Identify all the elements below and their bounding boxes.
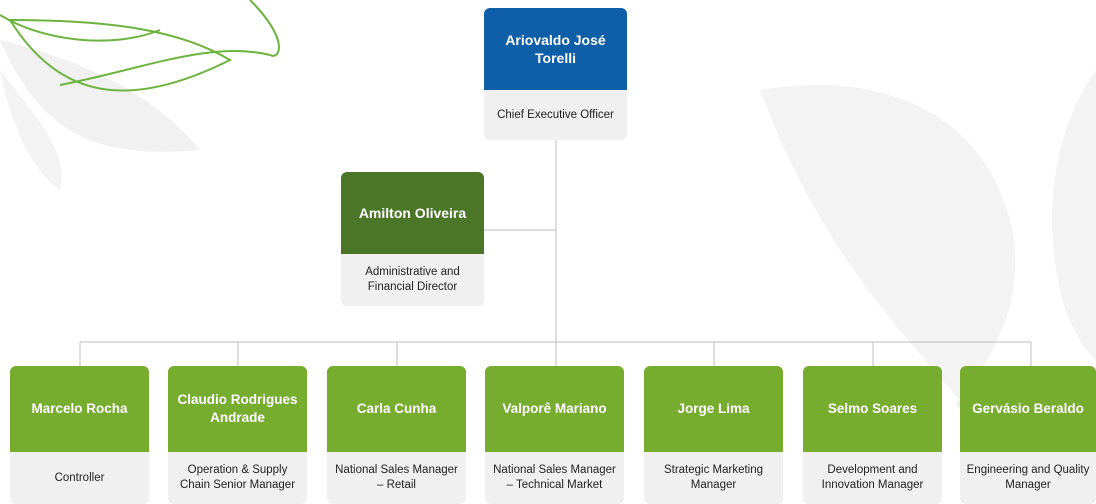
manager-role: Strategic Marketing Manager — [644, 452, 783, 504]
manager-card-claudio-rodrigues-andrade: Claudio Rodrigues Andrade Operation & Su… — [168, 366, 307, 504]
manager-name: Carla Cunha — [327, 366, 466, 452]
manager-role: Engineering and Quality Manager — [960, 452, 1096, 504]
ceo-name: Ariovaldo José Torelli — [484, 8, 627, 90]
manager-card-valpore-mariano: Valporê Mariano National Sales Manager –… — [485, 366, 624, 504]
director-role: Administrative and Financial Director — [341, 254, 484, 306]
manager-card-selmo-soares: Selmo Soares Development and Innovation … — [803, 366, 942, 504]
director-card: Amilton Oliveira Administrative and Fina… — [341, 172, 484, 306]
manager-card-carla-cunha: Carla Cunha National Sales Manager – Ret… — [327, 366, 466, 504]
manager-name: Jorge Lima — [644, 366, 783, 452]
director-name: Amilton Oliveira — [341, 172, 484, 254]
manager-role: National Sales Manager – Technical Marke… — [485, 452, 624, 504]
manager-role: National Sales Manager – Retail — [327, 452, 466, 504]
manager-name: Claudio Rodrigues Andrade — [168, 366, 307, 452]
manager-card-gervasio-beraldo: Gervásio Beraldo Engineering and Quality… — [960, 366, 1096, 504]
manager-name: Marcelo Rocha — [10, 366, 149, 452]
manager-role: Controller — [10, 452, 149, 504]
ceo-role: Chief Executive Officer — [484, 90, 627, 140]
manager-role: Development and Innovation Manager — [803, 452, 942, 504]
manager-card-marcelo-rocha: Marcelo Rocha Controller — [10, 366, 149, 504]
manager-name: Valporê Mariano — [485, 366, 624, 452]
ceo-card: Ariovaldo José Torelli Chief Executive O… — [484, 8, 627, 140]
manager-card-jorge-lima: Jorge Lima Strategic Marketing Manager — [644, 366, 783, 504]
manager-name: Selmo Soares — [803, 366, 942, 452]
manager-role: Operation & Supply Chain Senior Manager — [168, 452, 307, 504]
manager-name: Gervásio Beraldo — [960, 366, 1096, 452]
